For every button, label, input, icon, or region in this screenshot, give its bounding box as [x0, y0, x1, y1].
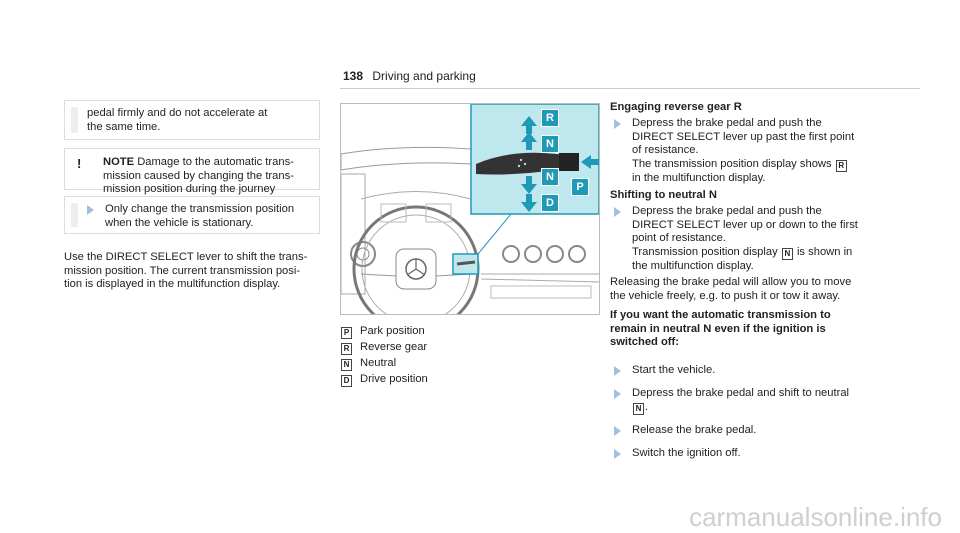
- step-arrow-icon: [614, 366, 621, 376]
- section-title: Driving and parking: [372, 69, 476, 83]
- note-step-bar: [71, 203, 78, 227]
- warning-bar: [71, 107, 78, 133]
- label-n-down-badge: N: [541, 168, 559, 186]
- watermark: carmanualsonline.info: [689, 502, 942, 533]
- intro-paragraph: Use the DIRECT SELECT lever to shift the…: [64, 251, 308, 291]
- note-box: ! NOTE Damage to the automatic trans- mi…: [64, 148, 320, 195]
- step-arrow-icon: [614, 207, 621, 217]
- step-arrow-icon: [614, 449, 621, 459]
- note-text: NOTE Damage to the automatic trans- miss…: [103, 156, 294, 196]
- gear-lever-figure: R N N D P: [340, 103, 600, 315]
- step-arrow-icon: [614, 119, 621, 129]
- heading-reverse: Engaging reverse gear R: [610, 101, 742, 113]
- label-n-up-badge: N: [541, 135, 559, 153]
- exclamation-icon: !: [77, 156, 82, 171]
- heading-neutral-ignition: If you want the automatic transmission t…: [610, 309, 831, 349]
- header-divider: [340, 88, 920, 89]
- label-p-badge: P: [571, 178, 589, 196]
- note-label: NOTE: [103, 156, 135, 168]
- step-arrow-icon: [614, 426, 621, 436]
- warning-box: pedal firmly and do not accelerate at th…: [64, 100, 320, 140]
- step-arrow-icon: [614, 389, 621, 399]
- note-step-box: Only change the transmission position wh…: [64, 196, 320, 234]
- label-r-badge: R: [541, 109, 559, 127]
- step-arrow-icon: [87, 205, 94, 215]
- dashboard-illustration: [341, 104, 599, 314]
- release-paragraph: Releasing the brake pedal will allow you…: [610, 276, 852, 302]
- heading-neutral: Shifting to neutral N: [610, 189, 717, 201]
- page-number: 138: [343, 69, 364, 83]
- page-header: 138 Driving and parking: [343, 69, 476, 84]
- warning-text: pedal firmly and do not accelerate at th…: [87, 107, 268, 133]
- label-d-badge: D: [541, 194, 559, 212]
